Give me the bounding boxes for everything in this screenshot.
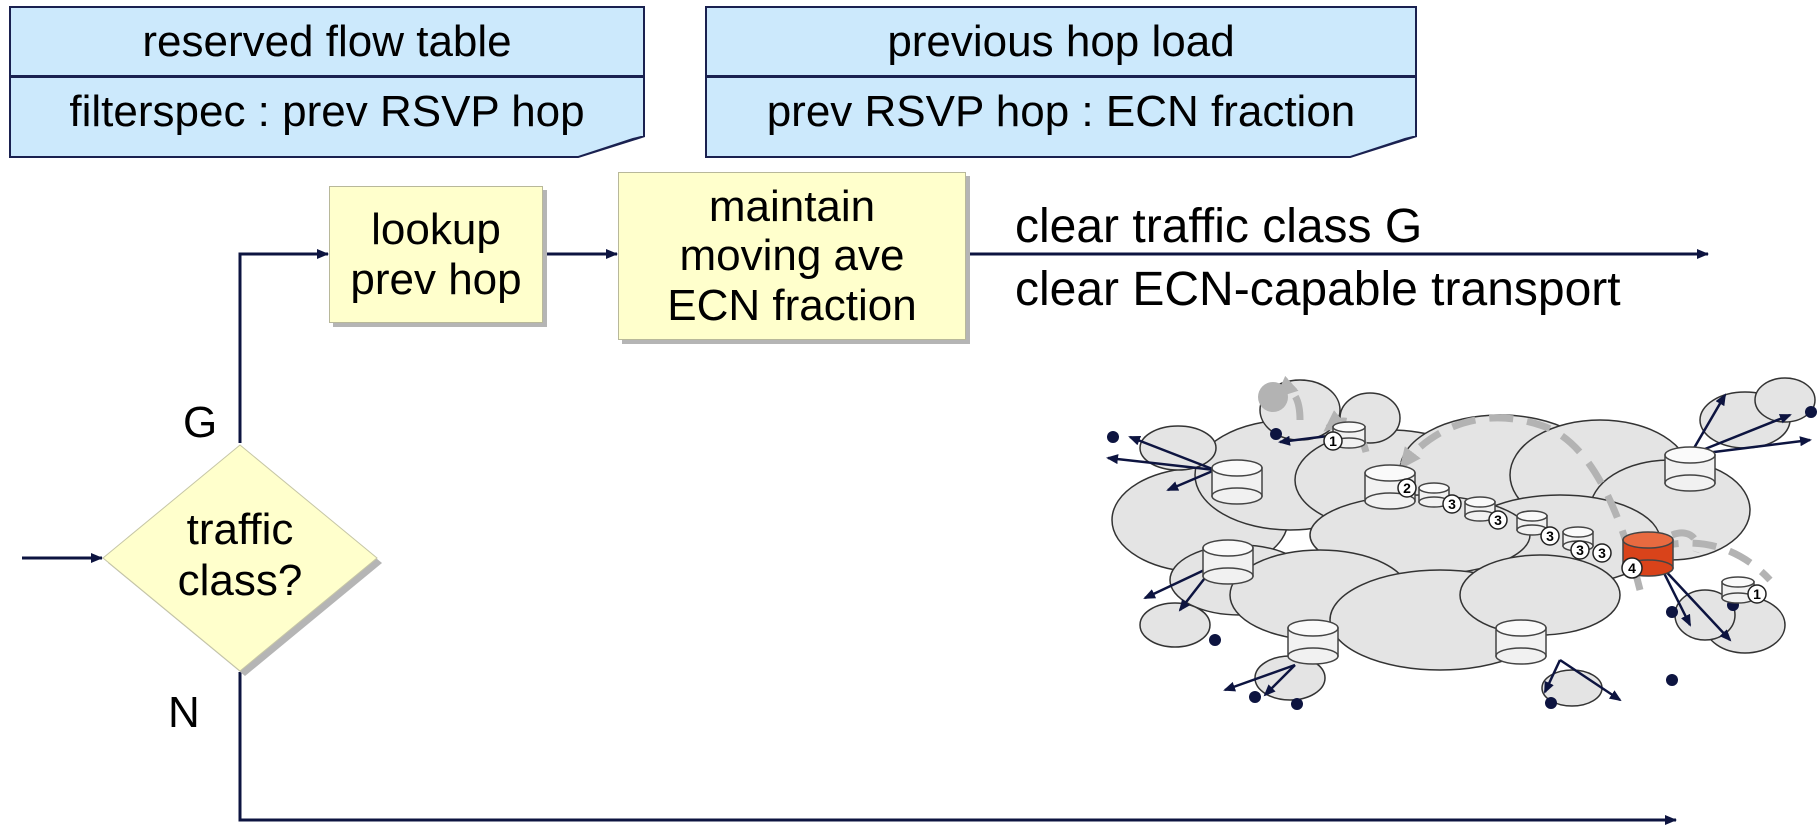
box-line: maintain [708,182,876,232]
host-dots [1107,406,1817,710]
box-line: ECN fraction [667,280,917,330]
hop-number: 2 [1403,480,1411,496]
lookup-prev-hop-box: lookup prev hop [329,186,543,323]
hop-number: 3 [1494,512,1502,528]
hop-badges: 1 2 3 3 3 3 3 4 1 [1323,431,1767,604]
decision-line: class? [177,555,303,605]
source-node [1258,382,1288,412]
cloud-satellites [1139,377,1816,707]
hop-number: 3 [1576,542,1584,558]
router-icon [1664,446,1716,492]
output-label-2: clear ECN-capable transport [1015,263,1621,316]
hop-badge: 3 [1442,494,1462,514]
hop-number: 1 [1753,586,1761,602]
maintain-ecn-fraction-box: maintain moving ave ECN fraction [618,172,966,340]
output-label-1: clear traffic class G [1015,200,1423,253]
hop-number: 1 [1329,433,1337,449]
hop-badge: 1 [1323,431,1343,451]
box-line: moving ave [679,231,905,281]
box-line: lookup [371,205,501,255]
note-title: previous hop load [707,8,1415,78]
hop-badge: 3 [1570,540,1590,560]
branch-label-n: N [168,688,200,737]
page-curl-icon [575,136,645,158]
n-branch-connector [238,672,1677,825]
page-curl-icon [1347,136,1417,158]
hop-badge: 2 [1397,478,1417,498]
decision-line: traffic [186,505,294,554]
router-icon [1211,459,1263,505]
reserved-flow-table-note: reserved flow table filterspec : prev RS… [9,6,645,158]
hop-number: 3 [1546,528,1554,544]
hop-number: 3 [1448,496,1456,512]
branch-label-g: G [183,398,218,447]
decision-diamond [102,444,378,672]
decision-text: traffic class? [150,505,330,606]
note-row: prev RSVP hop : ECN fraction [766,86,1356,136]
router-icon [1364,464,1416,510]
hop-badge: 1 [1747,584,1767,604]
previous-hop-load-note: previous hop load prev RSVP hop : ECN fr… [705,6,1417,158]
note-row: filterspec : prev RSVP hop [69,86,585,136]
router-icon [1287,619,1339,665]
router-icon [1202,539,1254,585]
router-icon [1418,482,1450,508]
router-icon [1464,496,1496,522]
router-icon [1516,510,1548,536]
hop-number: 3 [1598,545,1606,561]
hop-badge: 3 [1540,526,1560,546]
box-line: prev hop [350,254,522,304]
hop-badge: 3 [1488,510,1508,530]
hop-badge: 4 [1621,557,1643,579]
hop-number: 4 [1628,560,1636,576]
router-icon [1495,619,1547,665]
g-branch-connector [238,249,329,443]
note-title: reserved flow table [11,8,643,78]
hop-badge: 3 [1592,543,1612,563]
